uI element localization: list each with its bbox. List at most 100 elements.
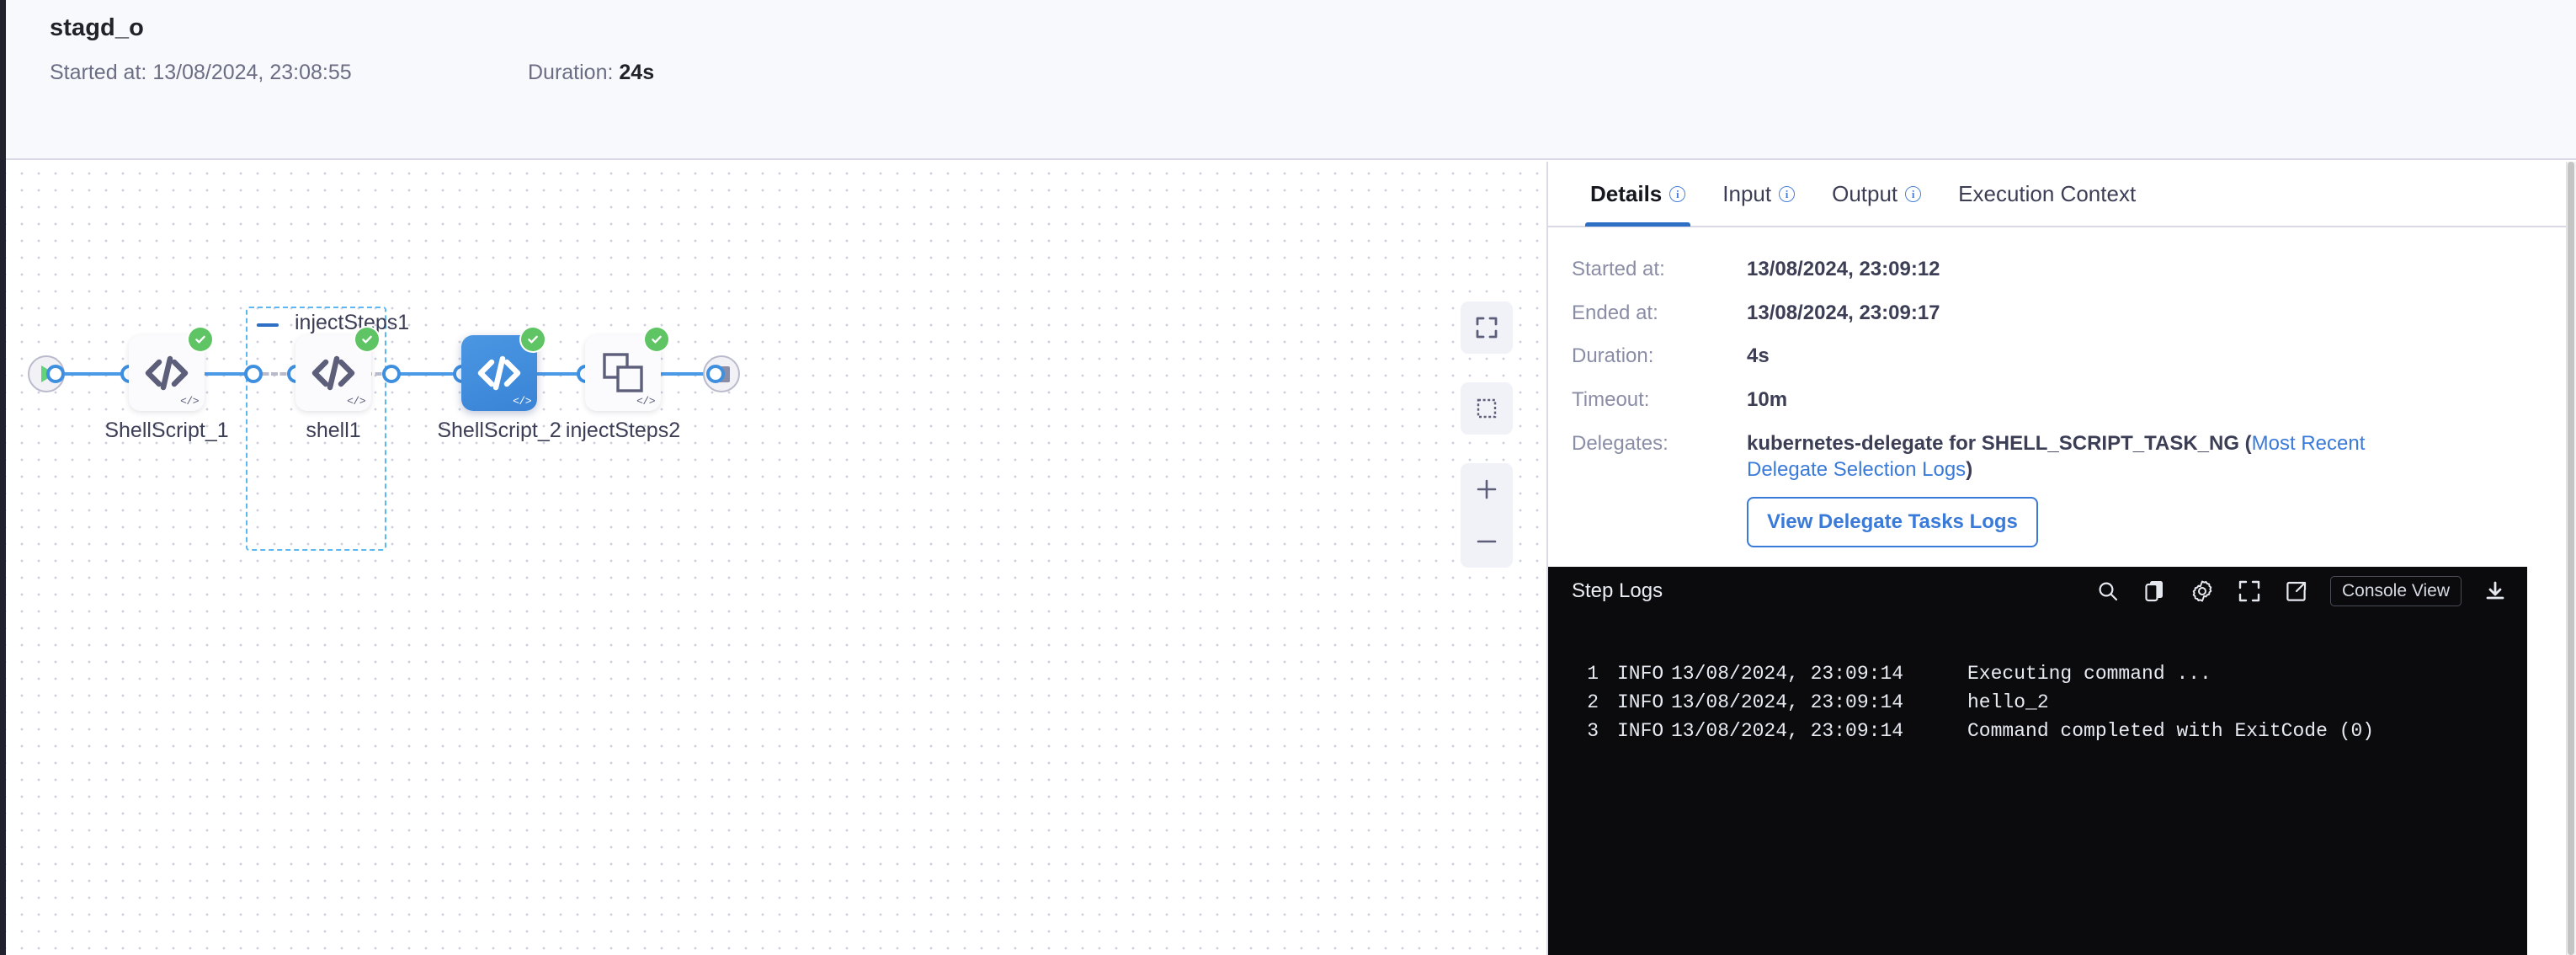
detail-key: Delegates: <box>1572 431 1669 455</box>
canvas-control-select[interactable] <box>1461 382 1513 435</box>
port-end-in[interactable] <box>706 365 725 383</box>
log-level: INFO <box>1617 720 1664 742</box>
tab-details-label: Details <box>1590 180 1663 206</box>
fullscreen-icon <box>1476 317 1498 339</box>
port-group-in[interactable] <box>244 365 263 383</box>
check-icon <box>652 335 662 344</box>
detail-key: Duration: <box>1572 344 1654 368</box>
node-injectsteps2[interactable]: </> <box>585 328 668 411</box>
detail-value: 10m <box>1747 388 1788 412</box>
console-view-button[interactable]: Console View <box>2329 576 2462 606</box>
detail-value: kubernetes-delegate for SHELL_SCRIPT_TAS… <box>1747 430 2446 547</box>
node-shellscript-2[interactable]: </> <box>461 328 545 411</box>
duration-label: Duration: <box>528 61 614 84</box>
log-timestamp: 13/08/2024, 23:09:14 <box>1671 663 1904 685</box>
detail-value: 13/08/2024, 23:09:12 <box>1747 258 1940 280</box>
status-badge-success <box>645 328 668 351</box>
log-line-number: 3 <box>1587 720 1599 742</box>
log-line: 3 INFO 13/08/2024, 23:09:14 Command comp… <box>1548 717 2527 745</box>
gear-icon[interactable] <box>2189 578 2216 605</box>
detail-row-ended-at: Ended at: 13/08/2024, 23:09:17 <box>1572 300 2576 327</box>
tab-input-label: Input <box>1722 180 1772 206</box>
step-logs-toolbar: Step Logs <box>1548 567 2527 616</box>
collapse-group-button[interactable] <box>257 323 279 327</box>
view-delegate-tasks-logs-button[interactable]: View Delegate Tasks Logs <box>1747 497 2038 547</box>
copy-icon[interactable] <box>2142 578 2169 605</box>
edge-shellscript1-to-group <box>178 372 254 376</box>
delegate-text-suffix: ) <box>1966 458 1973 482</box>
port-group-out[interactable] <box>382 365 401 383</box>
node-type-glyph: </> <box>180 395 199 408</box>
edge-shellscript2-to-injectsteps2 <box>508 372 585 376</box>
delegate-text: kubernetes-delegate for SHELL_SCRIPT_TAS… <box>1747 431 2252 455</box>
status-badge-success <box>521 328 545 351</box>
step-group-injectsteps1[interactable]: injectSteps1 <box>246 307 409 551</box>
tab-input[interactable]: Input i <box>1704 161 1813 227</box>
fit-to-screen-button[interactable] <box>1461 301 1513 354</box>
pipeline-graph-canvas[interactable]: injectSteps1 </> <box>6 162 1545 955</box>
step-group-label: injectSteps1 <box>295 311 410 334</box>
detail-row-started-at: Started at: 13/08/2024, 23:09:12 <box>1572 256 2576 283</box>
log-timestamp: 13/08/2024, 23:09:14 <box>1671 720 1904 742</box>
dashed-square-icon <box>1477 398 1497 419</box>
detail-key: Started at: <box>1572 258 1665 280</box>
page-scrollbar[interactable] <box>2566 162 2576 955</box>
info-icon[interactable]: i <box>1669 185 1686 202</box>
detail-row-delegates: Delegates: kubernetes-delegate for SHELL… <box>1572 430 2576 547</box>
log-lines[interactable]: 1 INFO 13/08/2024, 23:09:14 Executing co… <box>1548 616 2527 745</box>
node-label-shell1: shell1 <box>306 419 361 442</box>
detail-key: Timeout: <box>1572 388 1650 412</box>
log-level: INFO <box>1617 663 1664 685</box>
info-icon[interactable]: i <box>1779 185 1796 202</box>
step-group-icon <box>585 335 661 411</box>
node-shell1[interactable]: </> <box>295 328 379 411</box>
pipeline-end-node[interactable] <box>703 355 740 392</box>
stage-header: stagd_o Started at: 13/08/2024, 23:08:55… <box>6 0 2576 160</box>
canvas-control-fit[interactable] <box>1461 301 1513 354</box>
tab-execution-context[interactable]: Execution Context <box>1940 161 2154 227</box>
zoom-in-button[interactable] <box>1461 463 1513 515</box>
edge-group-in-to-shell1 <box>253 372 295 376</box>
edge-start-to-shellscript1 <box>54 372 130 376</box>
node-type-glyph: </> <box>347 395 365 408</box>
canvas-control-zoom[interactable] <box>1461 463 1513 568</box>
started-at-label: Started at: <box>50 61 147 84</box>
info-icon[interactable]: i <box>1905 185 1922 202</box>
log-level: INFO <box>1617 691 1664 713</box>
log-message: Executing command ... <box>1967 663 2211 685</box>
zoom-out-button[interactable] <box>1461 515 1513 568</box>
status-badge-success <box>355 328 379 351</box>
selection-mode-button[interactable] <box>1461 382 1513 435</box>
detail-tabs: Details i Input i Output i Execution Con… <box>1548 162 2576 227</box>
log-message: Command completed with ExitCode (0) <box>1967 720 2375 742</box>
code-icon <box>461 335 537 411</box>
external-link-icon[interactable] <box>2283 578 2310 605</box>
tab-output[interactable]: Output i <box>1813 161 1940 227</box>
check-icon <box>195 335 205 344</box>
status-badge-success <box>189 328 212 351</box>
download-icon[interactable] <box>2482 578 2509 605</box>
search-icon[interactable] <box>2094 578 2121 605</box>
fullscreen-icon[interactable] <box>2236 578 2263 605</box>
node-label-shellscript-1: ShellScript_1 <box>104 419 229 442</box>
code-icon <box>129 335 205 411</box>
detail-row-timeout: Timeout: 10m <box>1572 387 2576 413</box>
step-logs-panel: Step Logs <box>1548 567 2527 955</box>
delegate-selection-logs-link[interactable]: Most Recent Delegate Selection Logs <box>1747 431 2366 482</box>
check-icon <box>528 335 538 344</box>
step-logs-actions: Console View <box>2094 576 2509 606</box>
check-icon <box>362 335 372 344</box>
tab-execution-context-label: Execution Context <box>1958 180 2137 206</box>
page-scrollbar-thumb[interactable] <box>2568 162 2574 955</box>
app-left-rail <box>0 0 6 955</box>
node-type-glyph: </> <box>513 395 531 408</box>
duration-value: 24s <box>619 61 655 84</box>
tab-details[interactable]: Details i <box>1572 161 1704 227</box>
node-shellscript-1[interactable]: </> <box>129 328 212 411</box>
detail-value: 4s <box>1747 344 1770 368</box>
port-start-out[interactable] <box>46 365 65 383</box>
step-logs-title: Step Logs <box>1572 579 1663 602</box>
edge-group-to-shellscript2 <box>390 372 467 376</box>
page-title: stagd_o <box>50 14 144 41</box>
detail-key: Ended at: <box>1572 301 1658 324</box>
